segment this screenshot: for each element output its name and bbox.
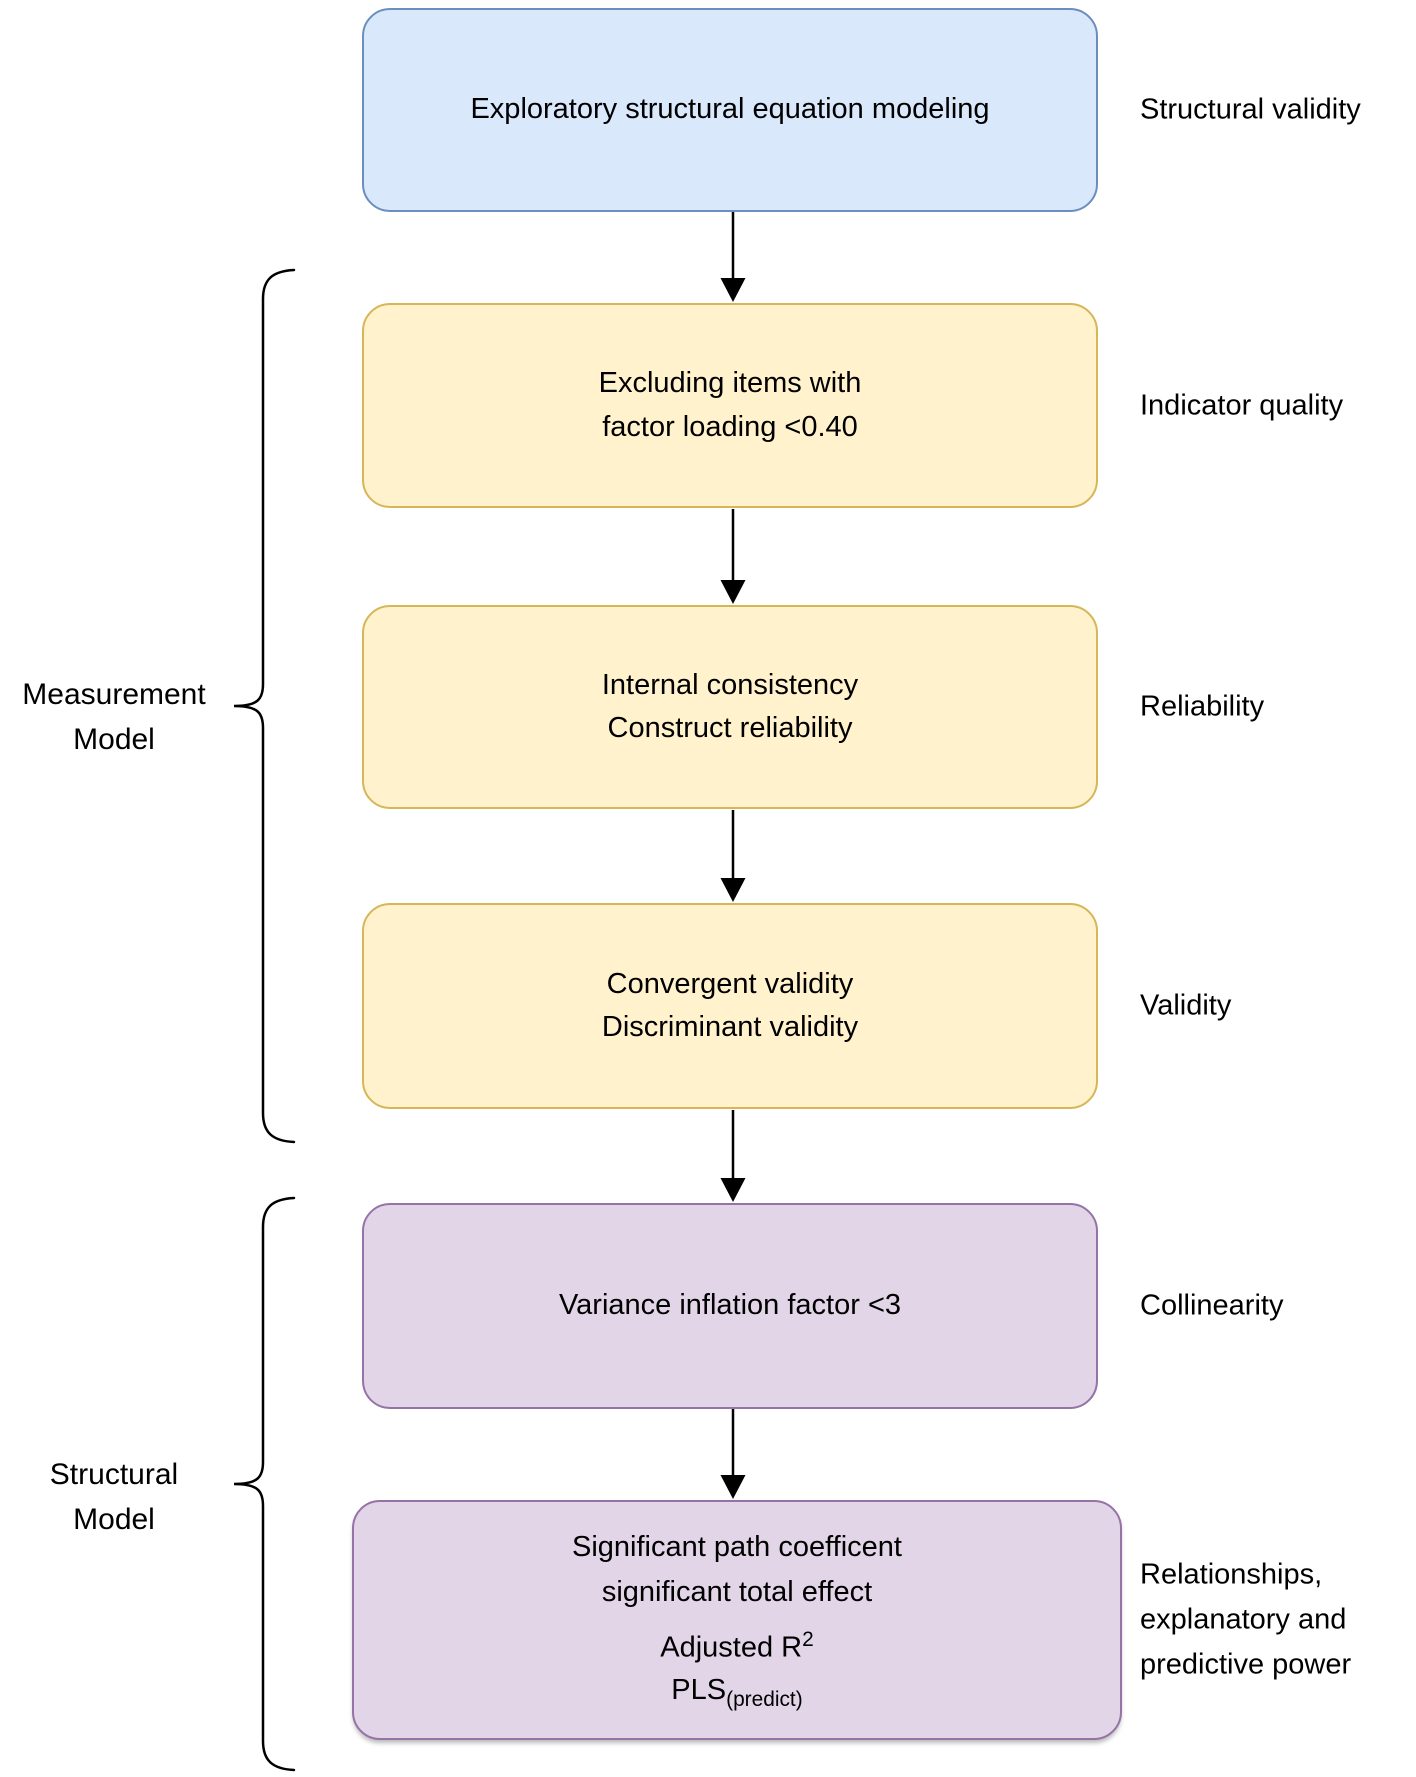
- box-convergent-validity: Convergent validity Discriminant validit…: [362, 903, 1098, 1109]
- structural-model-brace: [233, 1196, 296, 1772]
- label-measurement-model: Measurement Model: [22, 678, 206, 756]
- arrow-3: [720, 810, 746, 902]
- label-structural-validity: Structural validity: [1140, 93, 1361, 126]
- box-internal-consistency: Internal consistency Construct reliabili…: [362, 605, 1098, 809]
- box-significant-paths: Significant path coefficent significant …: [352, 1500, 1122, 1740]
- box-exploratory-sem: Exploratory structural equation modeling: [362, 8, 1098, 212]
- label-collinearity: Collinearity: [1140, 1289, 1284, 1322]
- box-convergent-validity-text: Convergent validity Discriminant validit…: [601, 967, 859, 1044]
- box-variance-inflation: Variance inflation factor <3: [362, 1203, 1098, 1409]
- box-exploratory-sem-text: Exploratory structural equation modeling: [470, 93, 990, 126]
- label-relationships-power: Relationships, explanatory and predictiv…: [1140, 1558, 1352, 1681]
- arrow-4: [720, 1110, 746, 1202]
- label-structural-model: Structural Model: [49, 1458, 179, 1536]
- measurement-model-brace: [233, 268, 296, 1144]
- label-reliability: Reliability: [1140, 690, 1265, 723]
- label-indicator-quality: Indicator quality: [1140, 389, 1344, 422]
- arrow-2: [720, 509, 746, 604]
- adjusted-r2-base: Adjusted R: [660, 1631, 803, 1664]
- arrow-5: [720, 1409, 746, 1499]
- box-excluding-items: Excluding items with factor loading <0.4…: [362, 303, 1098, 508]
- pls-predict-line: PLS(predict): [671, 1669, 802, 1715]
- label-validity: Validity: [1140, 989, 1232, 1022]
- box-significant-paths-text: Significant path coefficent significant …: [572, 1531, 902, 1609]
- arrow-1: [720, 212, 746, 302]
- pls-predict-subscript: (predict): [726, 1687, 803, 1711]
- box-internal-consistency-text: Internal consistency Construct reliabili…: [601, 668, 859, 745]
- adjusted-r2-superscript: 2: [802, 1628, 814, 1652]
- box-variance-inflation-text: Variance inflation factor <3: [558, 1289, 902, 1322]
- adjusted-r2-line: Adjusted R2: [660, 1625, 813, 1669]
- box-excluding-items-text: Excluding items with factor loading <0.4…: [598, 367, 862, 443]
- pls-base: PLS: [671, 1673, 727, 1706]
